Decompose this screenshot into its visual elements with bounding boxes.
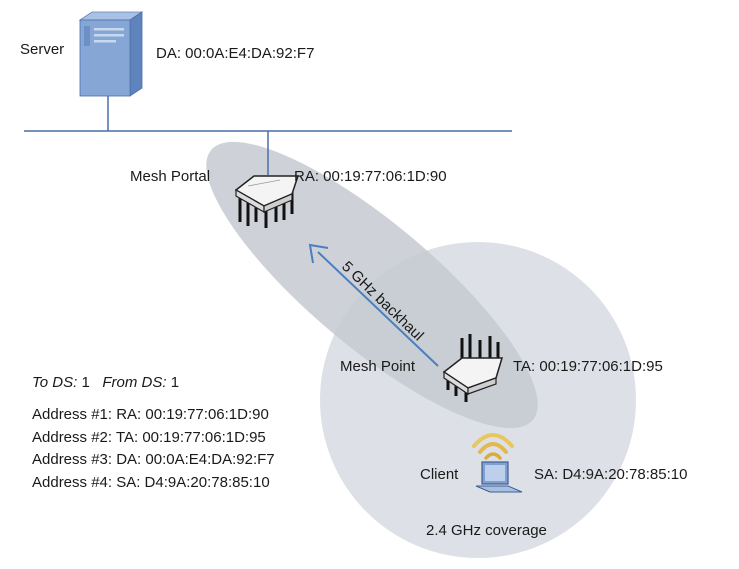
coverage-label: 2.4 GHz coverage xyxy=(426,522,547,539)
mesh-point-ta-address: TA: 00:19:77:06:1D:95 xyxy=(513,358,663,375)
from-ds-label: From DS: xyxy=(102,374,167,391)
mesh-portal-ra-address: RA: 00:19:77:06:1D:90 xyxy=(294,168,447,185)
to-ds-value: 1 xyxy=(81,374,90,391)
to-ds-label: To DS: xyxy=(32,374,78,391)
address-4: Address #4: SA: D4:9A:20:78:85:10 xyxy=(32,473,270,491)
from-ds-value: 1 xyxy=(170,374,180,391)
ds-flags: To DS: 1 From DS: 1 xyxy=(32,374,179,392)
wifi-signal-icon xyxy=(472,433,514,460)
address-1: Address #1: RA: 00:19:77:06:1D:90 xyxy=(32,406,269,423)
server-icon xyxy=(78,11,144,97)
mesh-point-ap-icon xyxy=(442,334,504,402)
server-da-address: DA: 00:0A:E4:DA:92:F7 xyxy=(156,45,315,62)
address-2: Address #2: TA: 00:19:77:06:1D:95 xyxy=(32,428,266,446)
laptop-icon xyxy=(475,461,523,493)
backhaul-zone xyxy=(206,141,538,429)
server-label: Server xyxy=(20,41,65,58)
address-3: Address #3: DA: 00:0A:E4:DA:92:F7 xyxy=(32,451,275,468)
mesh-point-label: Mesh Point xyxy=(340,358,416,375)
backhaul-arrow xyxy=(308,243,439,367)
address-list: Address #1: RA: 00:19:77:06:1D:90 Addres… xyxy=(32,404,275,494)
mesh-portal-ap-icon xyxy=(234,175,300,228)
client-sa-address: SA: D4:9A:20:78:85:10 xyxy=(534,466,688,483)
mesh-portal-label: Mesh Portal xyxy=(130,168,211,185)
client-label: Client xyxy=(420,466,459,483)
